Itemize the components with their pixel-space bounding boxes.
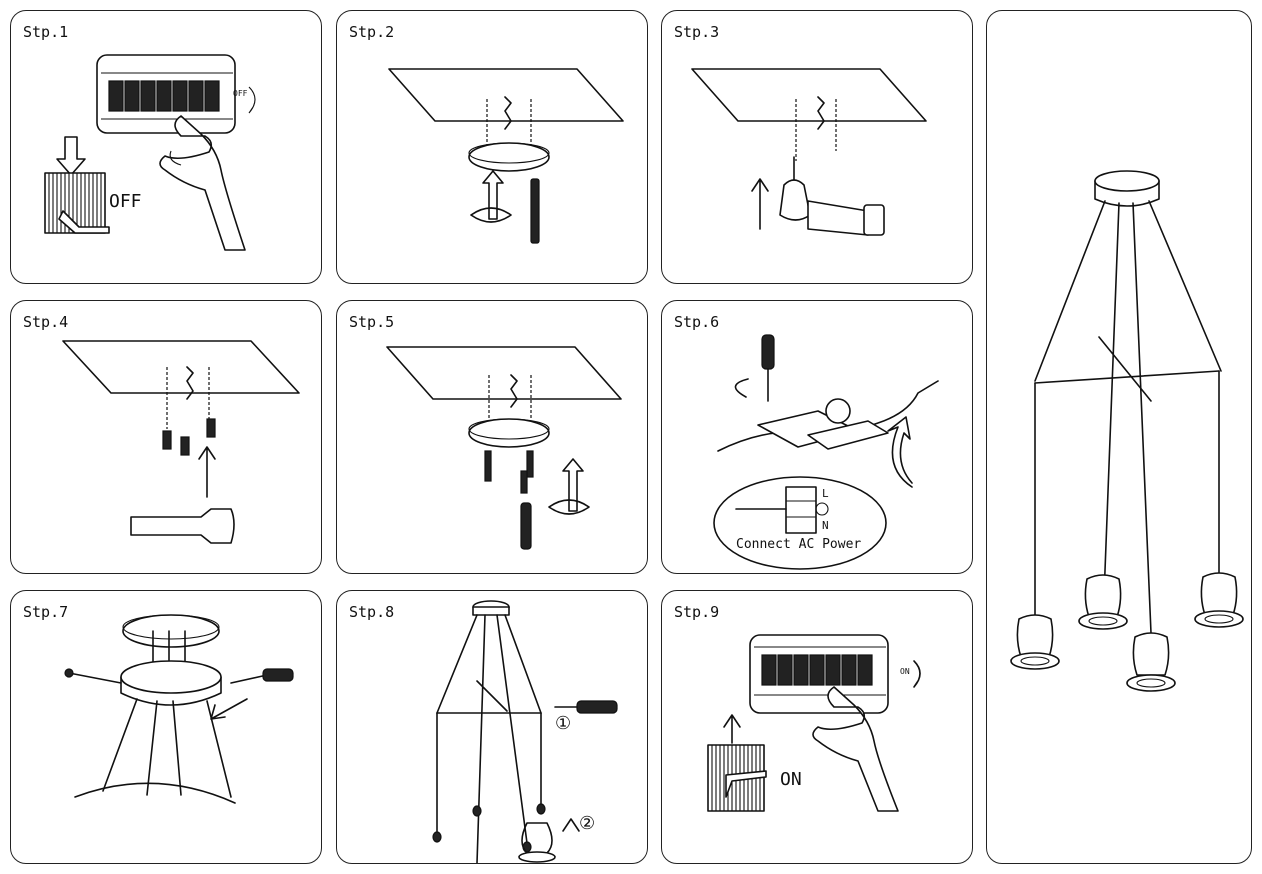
step-7-panel: Stp.7 [10, 590, 322, 864]
chandelier-illustration [1010, 170, 1244, 692]
step-3-panel: Stp.3 [661, 10, 973, 284]
step-5-panel: Stp.5 [336, 300, 648, 574]
ceiling-plane [388, 68, 624, 122]
step-1-label: Stp.1 [23, 23, 69, 41]
up-arrow [562, 458, 584, 512]
step-4-panel: Stp.4 [10, 300, 322, 574]
breaker-on-illustration [707, 634, 921, 812]
terminal-detail [785, 486, 817, 534]
step-2-label: Stp.2 [349, 23, 395, 41]
up-arrow [562, 818, 580, 832]
insert-arrow [210, 698, 248, 720]
wall-anchor [162, 430, 172, 450]
breaker-on-text: ON [900, 667, 910, 676]
up-arrow [723, 714, 741, 744]
breaker-off-text: OFF [233, 89, 248, 98]
step-3-label: Stp.3 [674, 23, 720, 41]
switch-on-text: ON [780, 769, 802, 790]
drill-head [779, 179, 811, 221]
screw-plate-illustration [386, 346, 622, 550]
pendant-shade [1078, 574, 1128, 630]
screwdriver [530, 178, 540, 244]
assembly-illustration [432, 600, 618, 863]
step-8-panel: Stp.8 ① ② [336, 590, 648, 864]
up-arrow [482, 170, 504, 220]
breaker-off-illustration [44, 54, 256, 251]
wall-anchor [180, 436, 190, 456]
drill-illustration [691, 68, 927, 236]
switch-hatching [48, 173, 102, 233]
step-8-label: Stp.8 [349, 603, 395, 621]
step-5-label: Stp.5 [349, 313, 395, 331]
connect-ac-power-caption: Connect AC Power [736, 537, 862, 552]
step-9-panel: Stp.9 [661, 590, 973, 864]
pendant-shade [1010, 614, 1060, 670]
pendant-shade [1194, 572, 1244, 628]
rotate-arrow [470, 207, 512, 223]
suspension-cables [436, 614, 542, 863]
hammer [130, 508, 235, 544]
up-arrow [751, 178, 769, 230]
terminal-n-label: N [822, 519, 829, 532]
drill-handle [807, 200, 869, 236]
final-product-panel [986, 10, 1252, 864]
screwdriver [262, 668, 294, 682]
insert-arrow [887, 416, 913, 488]
step-6-panel: Stp.6 L N Connect AC Power [661, 300, 973, 574]
step-6-label: Stp.6 [674, 313, 720, 331]
screwdriver [576, 700, 618, 714]
ground-icon [825, 398, 851, 424]
rotate-arrow [734, 378, 749, 398]
step-2-panel: Stp.2 [336, 10, 648, 284]
canopy-attach-illustration [64, 614, 294, 804]
screwdriver [520, 502, 532, 550]
suspension-cables [1034, 200, 1222, 634]
suspension-cables [102, 698, 232, 798]
screwdriver [761, 334, 775, 370]
mount-plate-illustration [388, 68, 624, 244]
pendant-shade [1126, 632, 1176, 692]
anchor-illustration [62, 340, 300, 544]
terminal-l-label: L [822, 487, 829, 500]
marker-2: ② [579, 813, 596, 834]
marker-1: ① [555, 713, 572, 734]
canopy-plate [468, 142, 550, 172]
step-7-label: Stp.7 [23, 603, 69, 621]
step-9-label: Stp.9 [674, 603, 720, 621]
switch-off-text: OFF [109, 191, 142, 212]
breaker-switches [108, 80, 220, 112]
wiring-illustration [713, 334, 939, 570]
step-4-label: Stp.4 [23, 313, 69, 331]
breaker-switches [761, 654, 873, 686]
wall-anchor [206, 418, 216, 438]
step-1-panel: Stp.1 [10, 10, 322, 284]
